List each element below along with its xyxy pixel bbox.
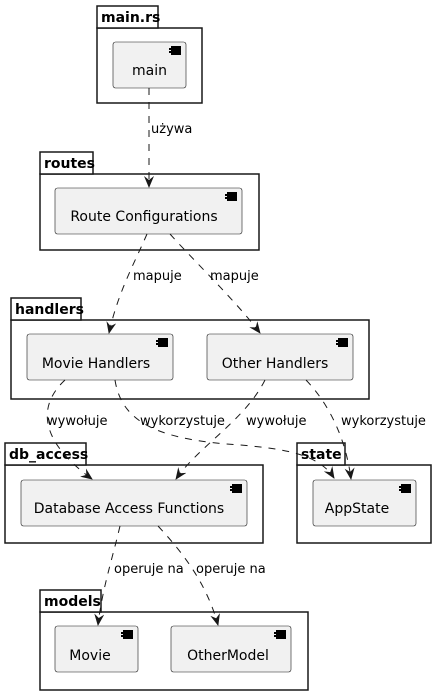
component-movie-handlers[interactable]: Movie Handlers (26, 333, 174, 381)
component-movie-handlers-label: Movie Handlers (42, 356, 150, 372)
edge-movie-handlers-to-appstate-label: wykorzystuje (140, 414, 225, 429)
component-main-label: main (132, 63, 167, 79)
component-route-configurations[interactable]: Route Configurations (54, 187, 243, 235)
component-movie-label: Movie (69, 648, 110, 664)
package-db-access-label: db_access (9, 447, 88, 463)
component-other-handlers-label: Other Handlers (222, 356, 329, 372)
package-main-rs-label: main.rs (101, 10, 160, 26)
component-database-access-functions-box[interactable] (20, 479, 248, 527)
edge-routes-to-movie-handlers-label: mapuje (133, 269, 182, 284)
edge-movie-handlers-to-db-access-label: wywołuje (47, 414, 107, 429)
component-appstate-label: AppState (325, 501, 389, 517)
component-other-handlers-box[interactable] (206, 333, 354, 381)
component-movie-box[interactable] (54, 625, 139, 673)
edge-other-handlers-to-appstate-label: wykorzystuje (341, 414, 426, 429)
component-other-handlers[interactable]: Other Handlers (206, 333, 354, 381)
package-routes-tab (39, 151, 94, 175)
component-movie-handlers-box[interactable] (26, 333, 174, 381)
component-database-access-functions-label: Database Access Functions (34, 501, 224, 517)
component-othermodel[interactable]: OtherModel (170, 625, 292, 673)
edge-db-access-to-movie-line (94, 525, 121, 626)
edge-other-handlers-to-appstate-line (305, 379, 355, 480)
component-route-configurations-label: Route Configurations (70, 209, 217, 225)
edge-movie-handlers-to-appstate-line (114, 379, 335, 479)
edge-main-to-routes-label: używa (151, 122, 192, 137)
component-movie[interactable]: Movie (54, 625, 139, 673)
component-main[interactable]: main (112, 41, 187, 89)
edge-other-handlers-to-db-access-label: wywołuje (246, 414, 306, 429)
edge-other-handlers-to-db-access: wywołuje (175, 379, 306, 480)
edge-routes-to-movie-handlers-line (106, 233, 148, 334)
package-routes-label: routes (44, 156, 95, 172)
edge-db-access-to-movie-label: operuje na (114, 562, 184, 577)
package-models-tab (39, 589, 102, 613)
edge-movie-handlers-to-appstate: wykorzystuje (114, 379, 335, 479)
component-appstate[interactable]: AppState (312, 479, 417, 527)
edge-routes-to-other-handlers-label: mapuje (210, 269, 259, 284)
package-db-access-tab (4, 442, 87, 466)
edge-other-handlers-to-db-access-line (175, 379, 266, 480)
component-othermodel-label: OtherModel (187, 648, 269, 664)
edge-movie-handlers-to-db-access-line (46, 379, 93, 480)
edge-other-handlers-to-appstate: wykorzystuje (305, 379, 426, 480)
component-route-configurations-box[interactable] (54, 187, 243, 235)
component-othermodel-box[interactable] (170, 625, 292, 673)
edge-db-access-to-othermodel-line (157, 525, 220, 626)
edge-db-access-to-othermodel: operuje na (157, 525, 266, 626)
edge-movie-handlers-to-db-access: wywołuje (46, 379, 107, 480)
component-appstate-box[interactable] (312, 479, 417, 527)
package-handlers-label: handlers (15, 302, 84, 318)
package-main-rs-tab (96, 5, 159, 29)
package-handlers-tab (10, 297, 82, 321)
edge-routes-to-movie-handlers: mapuje (106, 233, 182, 334)
edge-db-access-to-movie: operuje na (94, 525, 184, 626)
edge-main-to-routes: używa (144, 88, 192, 188)
edge-db-access-to-othermodel-label: operuje na (196, 562, 266, 577)
package-models-label: models (44, 594, 101, 610)
edge-routes-to-other-handlers: mapuje (169, 233, 261, 334)
component-database-access-functions[interactable]: Database Access Functions (20, 479, 248, 527)
package-state-label: state (301, 447, 342, 463)
